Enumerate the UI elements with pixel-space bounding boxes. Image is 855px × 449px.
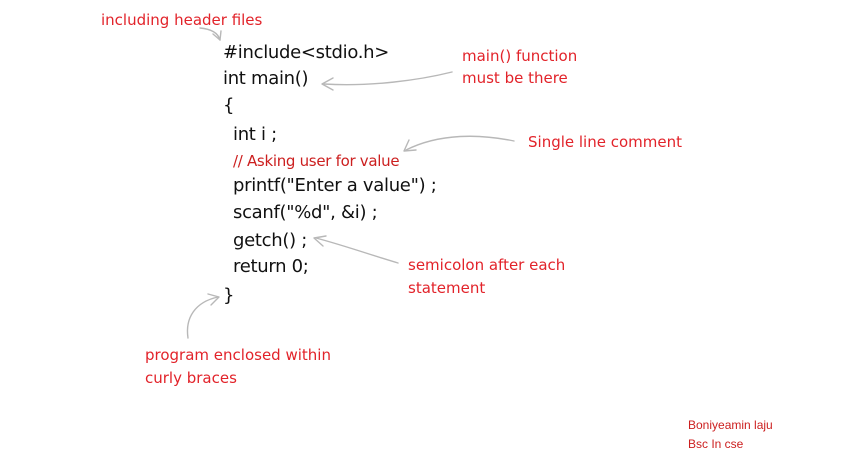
code-line-declaration: int i ; bbox=[233, 124, 277, 145]
semicolon-arrow bbox=[315, 237, 399, 264]
braces-arrow bbox=[186, 296, 219, 339]
annotation-semicolon-line-2: statement bbox=[408, 279, 486, 297]
signature-degree: Bsc In cse bbox=[688, 437, 744, 449]
signature-name: Boniyeamin laju bbox=[688, 418, 773, 432]
annotation-comment: Single line comment bbox=[528, 133, 682, 151]
semicolon-arrowhead bbox=[313, 235, 327, 247]
code-line-open-brace: { bbox=[223, 95, 235, 116]
braces-arrowhead bbox=[207, 293, 220, 306]
code-line-getch: getch() ; bbox=[233, 230, 307, 251]
code-line-comment: // Asking user for value bbox=[233, 152, 400, 170]
annotation-main-function-line-1: main() function bbox=[462, 47, 578, 65]
code-line-printf: printf("Enter a value") ; bbox=[233, 175, 437, 196]
code-line-return: return 0; bbox=[233, 256, 309, 277]
main-function-arrowhead bbox=[321, 77, 334, 91]
code-line-close-brace: } bbox=[223, 285, 235, 306]
comment-arrow bbox=[405, 135, 515, 151]
annotation-main-function-line-2: must be there bbox=[462, 69, 568, 87]
code-line-scanf: scanf("%d", &i) ; bbox=[233, 202, 378, 223]
main-function-arrow bbox=[323, 71, 453, 86]
comment-arrowhead bbox=[403, 139, 417, 152]
annotation-semicolon-line-1: semicolon after each bbox=[408, 256, 566, 274]
code-line-main: int main() bbox=[223, 68, 309, 89]
annotation-header-files: including header files bbox=[101, 11, 263, 29]
code-line-include: #include<stdio.h> bbox=[223, 42, 390, 63]
annotation-braces-line-2: curly braces bbox=[145, 369, 237, 387]
annotation-braces-line-1: program enclosed within bbox=[145, 346, 331, 364]
header-files-arrowhead bbox=[212, 30, 222, 41]
header-files-arrow bbox=[199, 27, 221, 41]
